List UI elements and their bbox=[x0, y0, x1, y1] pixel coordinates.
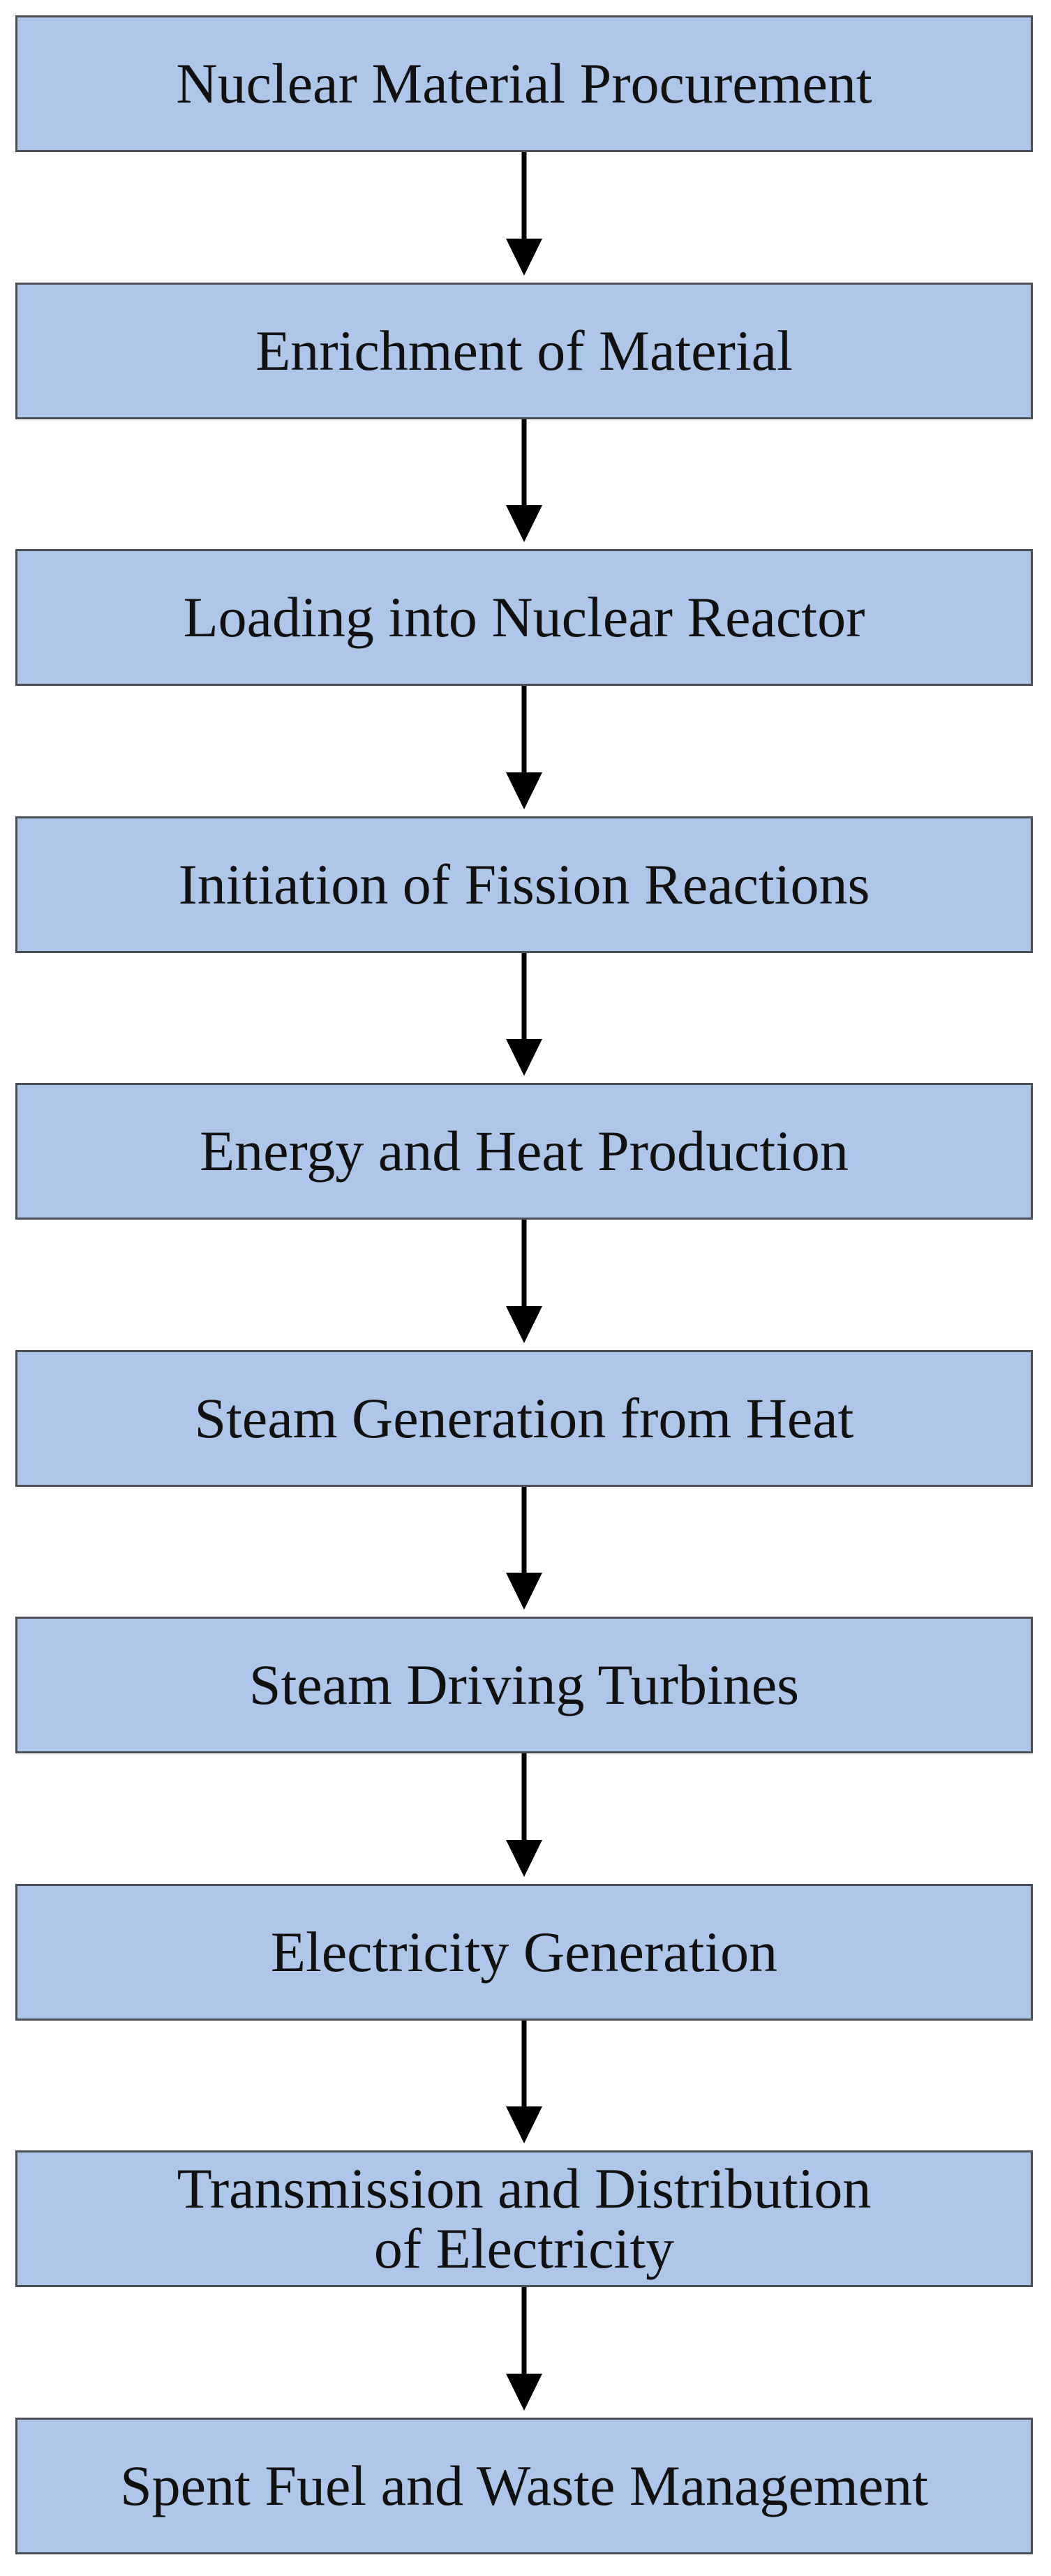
step-box-steam-generation: Steam Generation from Heat bbox=[15, 1350, 1033, 1487]
arrow-connector bbox=[506, 2021, 542, 2143]
step-label: Spent Fuel and Waste Management bbox=[120, 2453, 928, 2517]
step-label: Nuclear Material Procurement bbox=[176, 51, 872, 115]
step-label: Loading into Nuclear Reactor bbox=[183, 585, 865, 649]
arrow-connector bbox=[506, 1487, 542, 1610]
step-label: Energy and Heat Production bbox=[200, 1118, 849, 1183]
step-label: Enrichment of Material bbox=[255, 318, 793, 382]
arrow-connector bbox=[506, 419, 542, 542]
arrow-connector bbox=[506, 2287, 542, 2411]
step-label: Steam Driving Turbines bbox=[248, 1652, 800, 1716]
step-box-waste-management: Spent Fuel and Waste Management bbox=[15, 2418, 1033, 2554]
step-box-turbines: Steam Driving Turbines bbox=[15, 1617, 1033, 1753]
step-box-electricity-generation: Electricity Generation bbox=[15, 1884, 1033, 2021]
step-box-transmission: Transmission and Distribution of Electri… bbox=[15, 2150, 1033, 2287]
step-box-procurement: Nuclear Material Procurement bbox=[15, 15, 1033, 152]
step-label: Electricity Generation bbox=[270, 1919, 778, 1984]
step-box-energy-heat: Energy and Heat Production bbox=[15, 1083, 1033, 1220]
step-label: Steam Generation from Heat bbox=[194, 1386, 854, 1450]
step-box-loading: Loading into Nuclear Reactor bbox=[15, 549, 1033, 686]
step-label: Transmission and Distribution of Electri… bbox=[177, 2156, 872, 2280]
arrow-connector bbox=[506, 1753, 542, 1877]
arrow-connector bbox=[506, 686, 542, 809]
arrow-connector bbox=[506, 152, 542, 276]
step-box-fission: Initiation of Fission Reactions bbox=[15, 816, 1033, 953]
arrow-connector bbox=[506, 1220, 542, 1343]
arrow-connector bbox=[506, 953, 542, 1076]
step-box-enrichment: Enrichment of Material bbox=[15, 283, 1033, 419]
step-label: Initiation of Fission Reactions bbox=[178, 852, 870, 916]
